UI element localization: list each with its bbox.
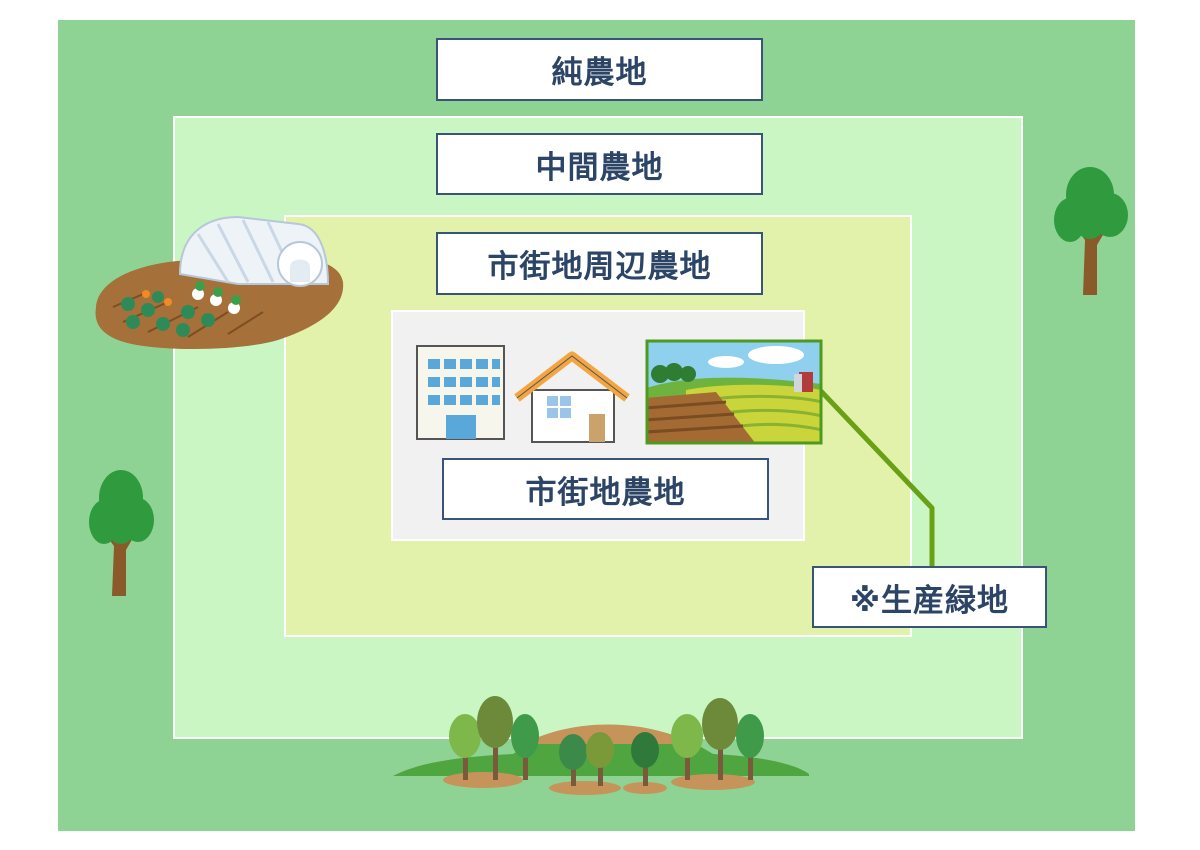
- label-pure-farmland: 純農地: [436, 38, 763, 101]
- farmland-landscape-icon: [645, 339, 823, 445]
- forest-cluster-icon: [393, 696, 809, 795]
- greenhouse-field-icon: [95, 215, 344, 349]
- label-peri-urban-farmland: 市街地周辺農地: [436, 232, 763, 295]
- label-productive-green-land: ※生産緑地: [812, 566, 1047, 628]
- label-intermediate-farmland: 中間農地: [436, 133, 763, 195]
- house-icon: [514, 351, 630, 443]
- office-building-icon: [416, 345, 505, 440]
- tree-icon: [89, 470, 154, 596]
- label-urban-farmland: 市街地農地: [442, 458, 769, 520]
- tree-icon: [1054, 167, 1128, 295]
